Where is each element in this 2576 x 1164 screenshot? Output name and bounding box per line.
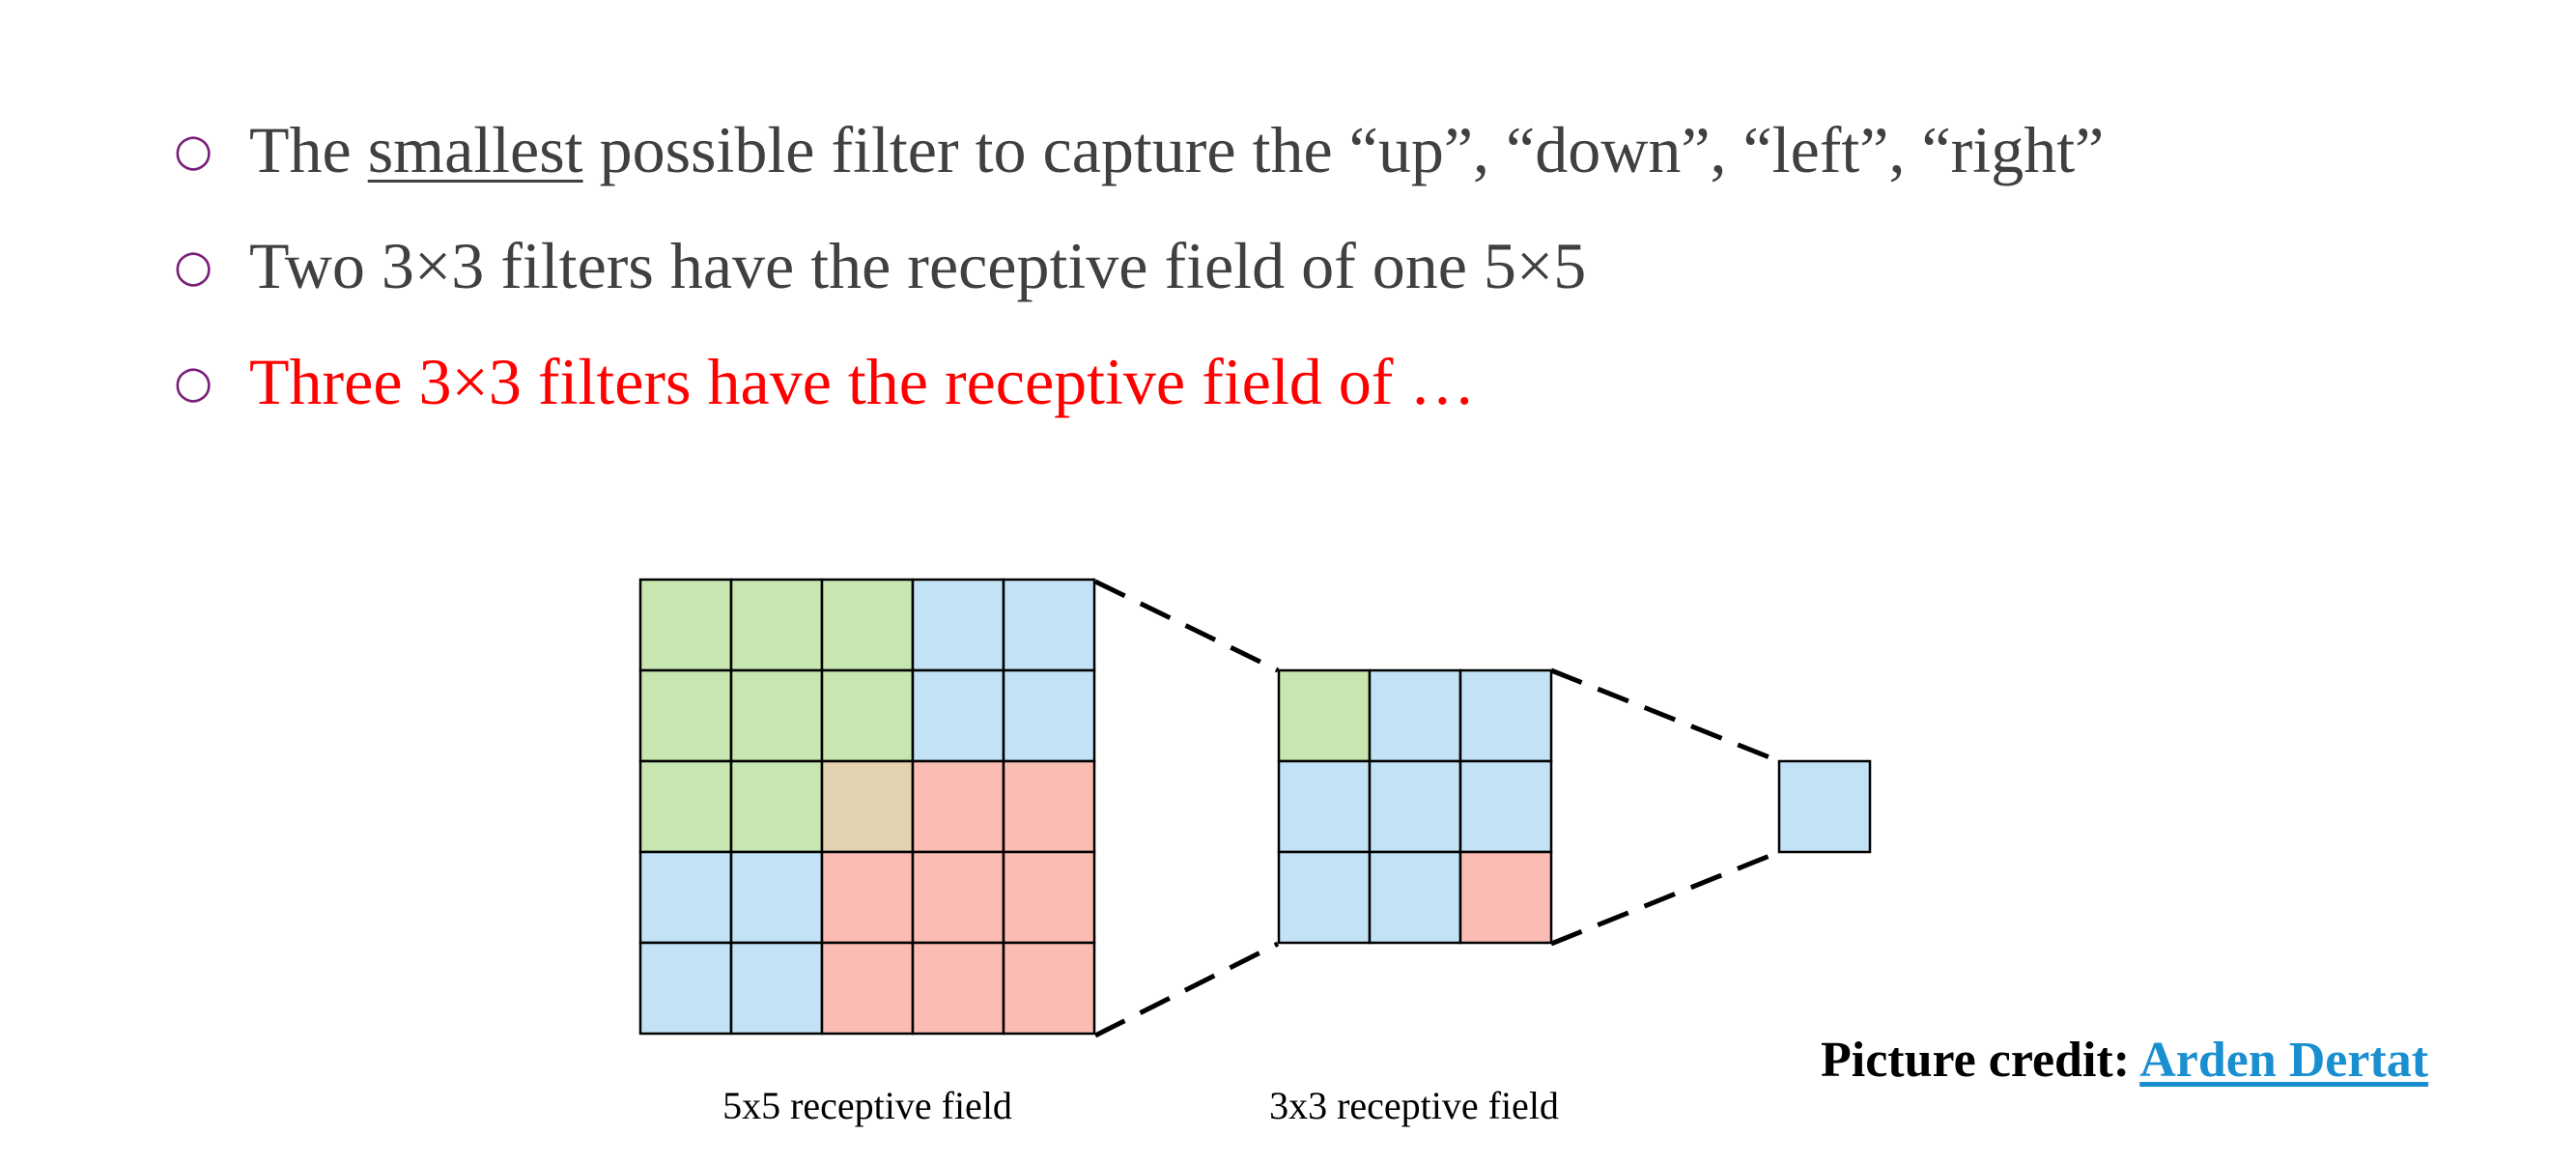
grid-cell-green [638,759,733,854]
credit-link[interactable]: Arden Dertat [2139,1033,2429,1088]
grid-cell-red [911,941,1005,1036]
bullet-text: The smallest possible filter to capture … [249,92,2104,208]
grid-cell-blue [1002,668,1096,763]
grid-cell-green [820,668,915,763]
picture-credit: Picture credit: Arden Dertat [1821,1032,2428,1089]
grid-cell-red [1002,759,1096,854]
grid-cell-green [729,668,824,763]
bullet-text-emphasis: smallest [367,113,583,186]
credit-label: Picture credit: [1821,1033,2131,1088]
grid-cell-blue [1458,668,1553,763]
grid-cell-green [638,578,733,672]
grid-cell-tan [820,759,915,854]
grid-cell-blue [1277,759,1372,854]
bullet-marker-icon: ○ [174,124,213,176]
grid-cell-blue [1777,759,1872,854]
grid-cell-blue [1277,850,1372,945]
bullet-marker-icon: ○ [174,240,213,292]
connector-line [1093,579,1280,673]
grid-cell-blue [729,850,824,945]
grid-cell-red [911,759,1005,854]
grid-cell-green [729,578,824,672]
grid-cell-blue [911,578,1005,672]
grid-cell-green [1277,668,1372,763]
grid-cell-red [820,941,915,1036]
grid-3x3 [1277,668,1553,945]
grid-cell-green [638,668,733,763]
bullet-text-after: possible filter to capture the “up”, “do… [582,113,2105,186]
grid-cell-blue [1458,759,1553,854]
connector-line [1093,941,1280,1038]
grid-5x5 [638,578,1096,1036]
grid-cell-red [911,850,1005,945]
connector-line [1550,667,1780,764]
grid-cell-red [1458,850,1553,945]
grid-cell-blue [638,850,733,945]
grid-cell-green [820,578,915,672]
grid-cell-blue [729,941,824,1036]
dashed-connectors [1093,579,1780,1038]
grid-cell-blue [1368,759,1462,854]
grid-cell-red [1002,850,1096,945]
grid-cell-blue [1368,850,1462,945]
grid-1x1 [1777,759,1872,854]
grid-cell-blue [1368,668,1462,763]
grid-cell-green [729,759,824,854]
label-5x5: 5x5 receptive field [722,1084,1012,1127]
bullet-text-before: The [249,113,368,186]
grid-cell-red [1002,941,1096,1036]
connector-line [1550,849,1780,947]
bullet-text: Two 3×3 filters have the receptive field… [249,229,1587,302]
grid-cell-blue [638,941,733,1036]
bullet-text: Three 3×3 filters have the receptive fie… [249,345,1476,418]
grid-cell-red [820,850,915,945]
label-3x3: 3x3 receptive field [1269,1084,1559,1127]
grid-cell-blue [1002,578,1096,672]
grid-cell-blue [911,668,1005,763]
bullet-marker-icon: ○ [174,355,213,408]
